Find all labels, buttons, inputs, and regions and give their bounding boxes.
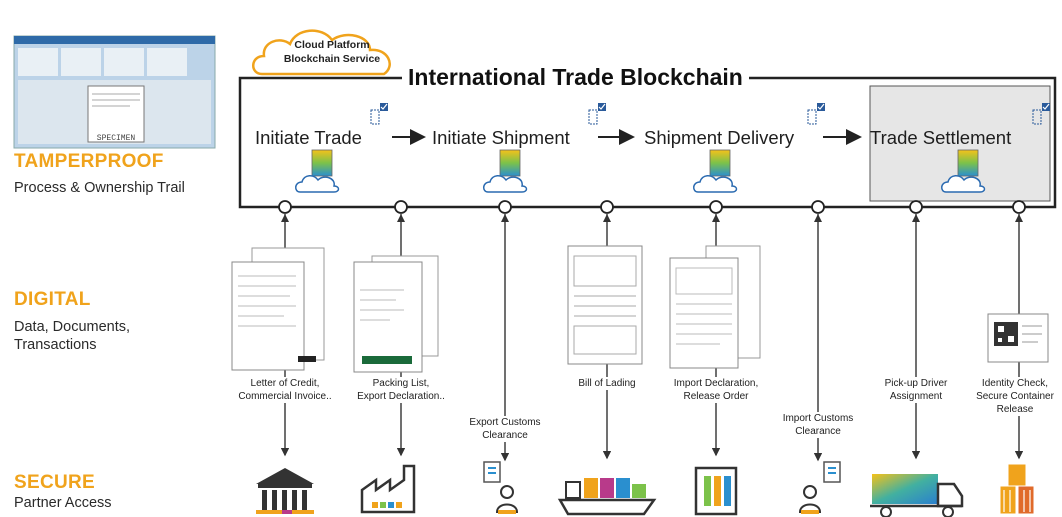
doc-label-line: Clearance <box>795 426 841 437</box>
customs-officer-icon <box>483 461 519 514</box>
doc-label-packing-list: Packing List, Export Declaration.. <box>346 377 456 403</box>
cloud-label-line2: Blockchain Service <box>283 53 381 65</box>
specimen-watermark: SPECIMEN <box>97 134 136 143</box>
digital-text-line2: Transactions <box>14 337 97 353</box>
chain-node <box>909 200 923 214</box>
tamperproof-heading: TAMPERPROOF <box>14 151 164 172</box>
tamperproof-text: Process & Ownership Trail <box>14 180 185 196</box>
blockchain-ledger-icon <box>588 103 606 125</box>
document-packing-list <box>353 255 439 373</box>
secure-heading: SECURE <box>14 472 95 493</box>
cloud-label: Cloud Platform Blockchain Service <box>270 38 394 66</box>
doc-label-line: Secure Container <box>976 391 1054 402</box>
diagram-title: International Trade Blockchain <box>402 64 749 91</box>
doc-label-export-customs: Export Customs Clearance <box>458 416 552 442</box>
cloud-document-icon <box>693 149 738 193</box>
document-import-declaration <box>669 245 761 369</box>
containers-icon <box>999 463 1035 515</box>
doc-label-line: Export Customs <box>469 417 541 428</box>
cloud-icon <box>252 29 391 76</box>
chain-node <box>498 200 512 214</box>
cloud-document-icon <box>295 149 340 193</box>
doc-label-line: Bill of Lading <box>578 378 636 389</box>
cloud-document-icon <box>483 149 528 193</box>
chain-node <box>278 200 292 214</box>
doc-label-line: Identity Check, <box>981 378 1049 389</box>
doc-label-import-customs: Import Customs Clearance <box>771 412 865 438</box>
truck-icon <box>870 474 964 517</box>
document-qr-code <box>987 313 1049 363</box>
chain-node <box>1012 200 1026 214</box>
doc-label-line: Import Customs <box>782 413 854 424</box>
building-icon <box>694 466 738 516</box>
doc-label-line: Import Declaration, <box>673 378 759 389</box>
app-screenshot-thumbnail <box>13 35 216 149</box>
doc-label-line: Packing List, <box>372 378 430 389</box>
blockchain-ledger-icon <box>807 103 825 125</box>
doc-label-bill-of-lading: Bill of Lading <box>567 377 647 390</box>
blockchain-ledger-icon <box>1032 103 1050 125</box>
doc-label-import-declaration: Import Declaration, Release Order <box>658 377 774 403</box>
doc-label-line: Release <box>996 404 1034 415</box>
factory-icon <box>360 464 416 514</box>
digital-heading: DIGITAL <box>14 289 91 310</box>
stage-initiate-trade: Initiate Trade <box>255 127 362 148</box>
cloud-label-line1: Cloud Platform <box>294 39 370 51</box>
blockchain-ledger-icon <box>370 103 388 125</box>
doc-label-line: Export Declaration.. <box>357 391 445 402</box>
doc-label-line: Release Order <box>683 391 749 402</box>
chain-node <box>600 200 614 214</box>
document-bill-of-lading <box>567 245 643 365</box>
customs-officer-icon <box>798 461 841 514</box>
bank-icon <box>256 468 314 514</box>
doc-label-pickup-driver: Pick-up Driver Assignment <box>870 377 962 403</box>
chain-node <box>811 200 825 214</box>
doc-label-letter-of-credit: Letter of Credit, Commercial Invoice.. <box>232 377 338 403</box>
stage-shipment-delivery: Shipment Delivery <box>644 127 795 148</box>
doc-label-line: Pick-up Driver <box>884 378 948 389</box>
chain-node <box>709 200 723 214</box>
doc-label-line: Clearance <box>482 430 528 441</box>
doc-label-line: Letter of Credit, <box>250 378 320 389</box>
secure-text: Partner Access <box>14 495 112 511</box>
doc-label-line: Assignment <box>889 391 943 402</box>
doc-label-identity-check: Identity Check, Secure Container Release <box>970 377 1060 416</box>
doc-label-line: Commercial Invoice.. <box>238 391 332 402</box>
cloud-document-icon <box>941 149 986 193</box>
stage-trade-settlement: Trade Settlement <box>870 127 1012 148</box>
stage-initiate-shipment: Initiate Shipment <box>432 127 570 148</box>
document-letter-of-credit <box>231 247 325 371</box>
ship-icon <box>557 478 657 516</box>
chain-node <box>394 200 408 214</box>
digital-text-line1: Data, Documents, <box>14 319 131 335</box>
